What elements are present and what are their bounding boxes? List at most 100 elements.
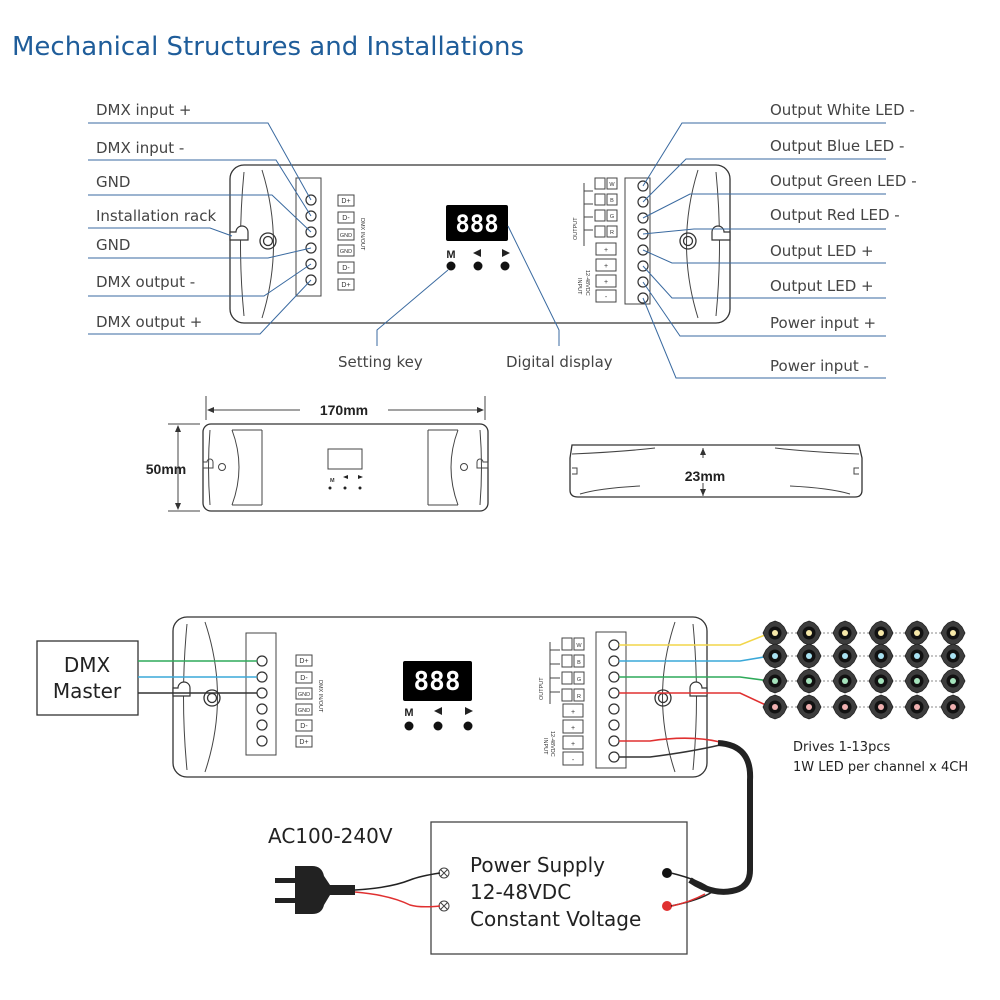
led-lens [950, 630, 956, 636]
label-power-input-plus: Power input + [770, 314, 876, 332]
led-lens [772, 704, 778, 710]
led-lens [842, 678, 848, 684]
dmx-term-5: D- [342, 265, 350, 272]
psu-line3: Constant Voltage [470, 907, 641, 931]
out-term-r: R [610, 230, 614, 236]
w-out-term-r: R [577, 694, 581, 700]
output-text: OUTPUT [573, 217, 579, 240]
psu-line1: Power Supply [470, 853, 605, 877]
output-terminal-screws [637, 180, 649, 304]
dmx-master-line2: Master [53, 679, 122, 703]
w-key-m-button[interactable] [404, 721, 414, 731]
label-dmx-input-plus: DMX input + [96, 101, 191, 119]
out-term-plus-2: + [604, 263, 608, 270]
w-dmx-term-2: D- [300, 675, 308, 682]
led-lens [914, 653, 920, 659]
w-dmx-term-3: GND [298, 692, 310, 698]
key-m-label: M [446, 249, 455, 261]
w-digital-display [403, 661, 472, 701]
led-lens [878, 704, 884, 710]
dim-width: 50mm [146, 461, 186, 477]
dmx-master-line1: DMX [64, 653, 111, 677]
w-input-text: INPUT [542, 738, 548, 755]
output-terminal-labels: OUTPUT W B G R + + + - INPUT 12-48VDC [573, 177, 618, 303]
w-arrow-right-icon [465, 707, 473, 715]
led-lens [950, 678, 956, 684]
led-lens [806, 630, 812, 636]
w-arrow-left-icon [434, 707, 442, 715]
key-m-button[interactable] [446, 261, 456, 271]
w-out-term-plus-2: + [571, 725, 575, 732]
left-callouts: DMX input + DMX input - GND Installation… [88, 101, 312, 335]
w-dmx-term-5: D- [300, 723, 308, 730]
led-lens [772, 678, 778, 684]
w-dmx-term-4: GND [298, 708, 310, 714]
top-device: D+ D- GND GND D- D+ DMX IN/OUT 888 M OUT… [229, 164, 731, 324]
led-lens [772, 653, 778, 659]
dmx-cable [138, 660, 257, 694]
display-digits: 888 [455, 210, 498, 238]
dmx-terminal-screws [305, 194, 317, 286]
dim-length: 170mm [320, 402, 368, 418]
label-dmx-output-minus: DMX output - [96, 273, 195, 291]
w-dmx-term-6: D+ [299, 739, 308, 746]
dmx-master-box [36, 640, 139, 716]
key-left-button[interactable] [473, 261, 483, 271]
label-gnd-1: GND [96, 173, 130, 191]
w-key-m-label: M [404, 707, 413, 719]
dmx-term-4: GND [340, 249, 352, 255]
label-digital-display: Digital display [506, 353, 613, 371]
led-lens [842, 630, 848, 636]
drives-line2: 1W LED per channel x 4CH [793, 760, 968, 775]
ac-voltage-label: AC100-240V [268, 824, 393, 848]
w-in-term-plus: + [571, 741, 575, 748]
led-lens [806, 678, 812, 684]
input-voltage-text: 12-48VDC [584, 270, 590, 296]
w-display-digits: 888 [414, 667, 461, 697]
label-output-green: Output Green LED - [770, 172, 917, 190]
dimension-top-view: M 170mm 50mm [146, 396, 489, 512]
led-lens [878, 678, 884, 684]
in-term-minus: - [605, 294, 608, 301]
w-key-left-button[interactable] [433, 721, 443, 731]
dim-height: 23mm [685, 468, 725, 484]
led-lens [842, 704, 848, 710]
w-out-term-w: W [576, 643, 582, 649]
label-gnd-2: GND [96, 236, 130, 254]
dmx-terminal-labels: D+ D- GND GND D- D+ DMX IN/OUT [337, 194, 365, 291]
in-term-plus: + [604, 279, 608, 286]
digital-display [446, 205, 508, 241]
input-text: INPUT [576, 278, 582, 295]
label-dmx-input-minus: DMX input - [96, 139, 184, 157]
wiring-device: D+ D- GND GND D- D+ DMX IN/OUT 888 M OUT… [172, 616, 708, 778]
led-lens [914, 630, 920, 636]
w-dmx-term-1: D+ [299, 658, 308, 665]
label-output-led-plus-1: Output LED + [770, 242, 874, 260]
page-title: Mechanical Structures and Installations [12, 32, 524, 62]
dmx-term-6: D+ [341, 282, 350, 289]
out-term-w: W [609, 182, 615, 188]
led-lens [842, 653, 848, 659]
out-term-b: B [610, 198, 614, 204]
led-lens [914, 704, 920, 710]
led-lens [878, 630, 884, 636]
w-input-voltage-text: 12-48VDC [549, 731, 555, 757]
led-lens [914, 678, 920, 684]
label-output-red: Output Red LED - [770, 206, 900, 224]
led-lens [806, 704, 812, 710]
key-right-button[interactable] [500, 261, 510, 271]
led-wires [619, 632, 771, 895]
label-output-white: Output White LED - [770, 101, 915, 119]
label-output-led-plus-2: Output LED + [770, 277, 874, 295]
dmx-inout-text: DMX IN/OUT [359, 218, 365, 251]
w-in-term-minus: - [572, 757, 575, 764]
out-term-plus-1: + [604, 247, 608, 254]
dmx-term-2: D- [342, 215, 350, 222]
w-out-term-b: B [577, 660, 581, 666]
w-key-right-button[interactable] [463, 721, 473, 731]
dmx-term-1: D+ [341, 198, 350, 205]
drives-line1: Drives 1-13pcs [793, 740, 890, 755]
led-lens [950, 704, 956, 710]
